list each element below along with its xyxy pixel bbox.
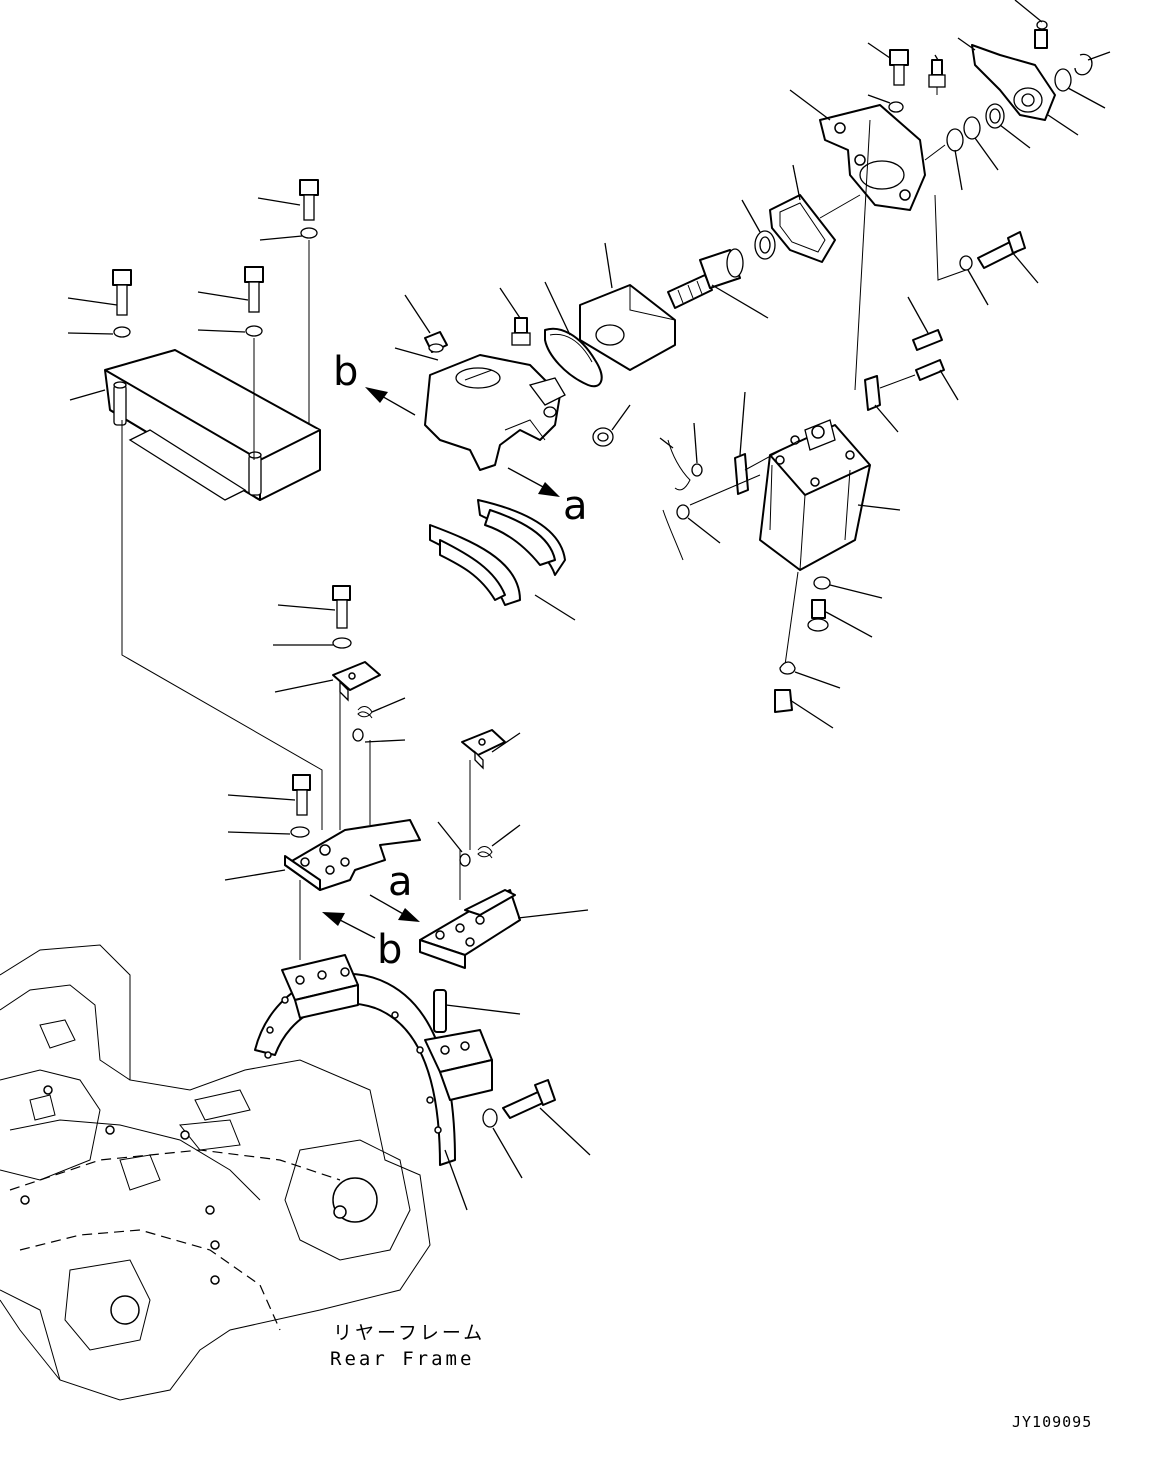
brake-pads <box>429 499 576 621</box>
arrow-b-upper <box>365 387 416 416</box>
drive-shaft <box>667 199 776 319</box>
arrow-a-lower <box>369 894 420 922</box>
oval-seal <box>544 281 603 388</box>
caliper-body <box>394 347 566 471</box>
housing-rings <box>946 103 1031 191</box>
piston-block <box>579 242 676 371</box>
view-label-a-upper: a <box>563 483 588 529</box>
caption-jp: リヤーフレーム <box>333 1322 486 1344</box>
curved-mount-bracket <box>254 954 493 1166</box>
brake-chamber <box>759 119 901 571</box>
lower-bracket-right <box>419 889 589 969</box>
view-label-a-lower: a <box>388 859 413 905</box>
upper-bolts <box>867 42 946 113</box>
chamber-pins <box>659 296 959 561</box>
slack-adjuster <box>957 0 1111 136</box>
lower-bracket-left <box>224 819 421 891</box>
rear-frame-housing <box>0 944 431 1401</box>
arrow-a-upper <box>507 467 560 497</box>
view-label-b-upper: b <box>333 349 359 395</box>
drawing-code: JY109095 <box>1012 1413 1093 1431</box>
bracket-bolt <box>444 1079 591 1211</box>
caption-en: Rear Frame <box>330 1348 475 1370</box>
side-bolt <box>934 194 1039 306</box>
actuator-housing <box>789 89 946 211</box>
assembly-guide-lines <box>121 420 471 960</box>
gasket <box>769 164 861 263</box>
arrow-b-lower <box>322 912 376 939</box>
view-label-b-lower: b <box>377 927 403 973</box>
lower-cap-assembly <box>437 729 521 867</box>
mid-bolt <box>227 774 311 838</box>
upper-cap-assembly <box>273 585 406 743</box>
brake-cover <box>69 349 321 501</box>
dowel-pin <box>433 989 521 1033</box>
caliper-fittings <box>404 287 631 447</box>
chamber-bottom-fittings <box>774 571 883 729</box>
cover-bolts <box>67 179 319 460</box>
